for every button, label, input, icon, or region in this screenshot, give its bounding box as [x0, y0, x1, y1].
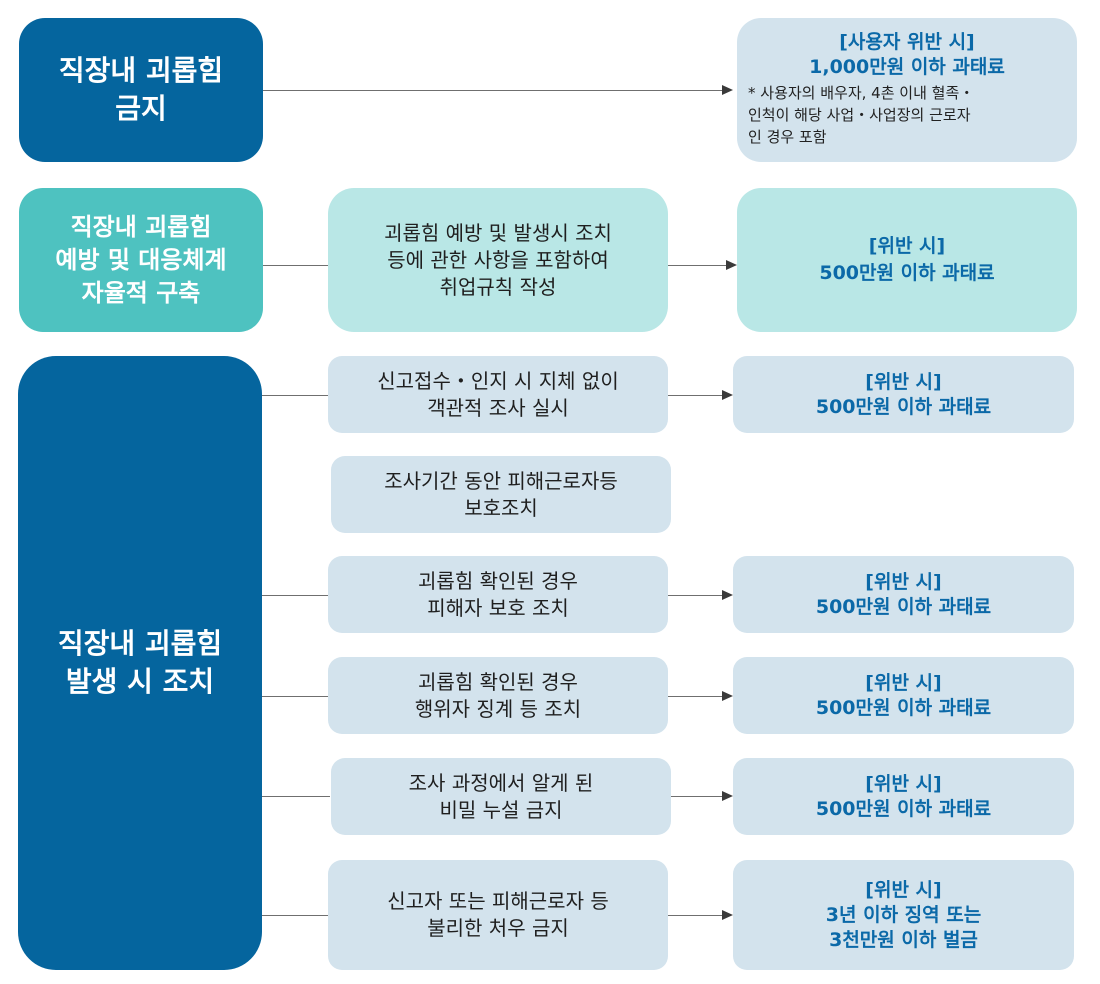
- action-no-retaliation: 신고자 또는 피해근로자 등 불리한 처우 금지: [328, 860, 668, 970]
- action-rules-of-employment: 괴롭힘 예방 및 발생시 조치 등에 관한 사항을 포함하여 취업규칙 작성: [328, 188, 668, 332]
- action-investigation: 신고접수・인지 시 지체 없이 객관적 조사 실시: [328, 356, 668, 433]
- connector-line: [262, 395, 328, 396]
- connector-line: [668, 395, 722, 396]
- penalty-investigation: [위반 시] 500만원 이하 과태료: [733, 356, 1074, 433]
- penalty-confidentiality: [위반 시] 500만원 이하 과태료: [733, 758, 1074, 835]
- action-confidentiality: 조사 과정에서 알게 된 비밀 누설 금지: [331, 758, 671, 835]
- connector-line: [670, 796, 722, 797]
- connector-line: [262, 595, 328, 596]
- connector-line: [668, 915, 722, 916]
- connector-line: [262, 915, 328, 916]
- penalty-prevention: [위반 시] 500만원 이하 과태료: [737, 188, 1077, 332]
- penalty-perpetrator-discipline: [위반 시] 500만원 이하 과태료: [733, 657, 1074, 734]
- penalty-victim-protection: [위반 시] 500만원 이하 과태료: [733, 556, 1074, 633]
- arrow-head: [722, 590, 733, 600]
- category-prevention: 직장내 괴롭힘 예방 및 대응체계 자율적 구축: [19, 188, 263, 332]
- connector-line: [668, 696, 722, 697]
- arrow-head: [726, 260, 737, 270]
- connector-line: [262, 265, 328, 266]
- connector-line: [262, 90, 722, 91]
- connector-line: [262, 796, 330, 797]
- penalty-no-retaliation: [위반 시] 3년 이하 징역 또는 3천만원 이하 벌금: [733, 860, 1074, 970]
- action-protective-measures: 조사기간 동안 피해근로자등 보호조치: [331, 456, 671, 533]
- penalty-prohibition: [사용자 위반 시] 1,000만원 이하 과태료 * 사용자의 배우자, 4촌…: [737, 18, 1077, 162]
- connector-line: [668, 595, 722, 596]
- action-perpetrator-discipline: 괴롭힘 확인된 경우 행위자 징계 등 조치: [328, 657, 668, 734]
- penalty-note: * 사용자의 배우자, 4촌 이내 혈족・ 인척이 해당 사업・사업장의 근로자…: [748, 84, 975, 146]
- connector-line: [262, 696, 328, 697]
- category-prohibition: 직장내 괴롭힘 금지: [19, 18, 263, 162]
- arrow-head: [722, 791, 733, 801]
- arrow-head: [722, 691, 733, 701]
- arrow-head: [722, 85, 733, 95]
- action-victim-protection: 괴롭힘 확인된 경우 피해자 보호 조치: [328, 556, 668, 633]
- arrow-head: [722, 390, 733, 400]
- arrow-head: [722, 910, 733, 920]
- connector-line: [668, 265, 726, 266]
- category-measures: 직장내 괴롭힘 발생 시 조치: [18, 356, 262, 970]
